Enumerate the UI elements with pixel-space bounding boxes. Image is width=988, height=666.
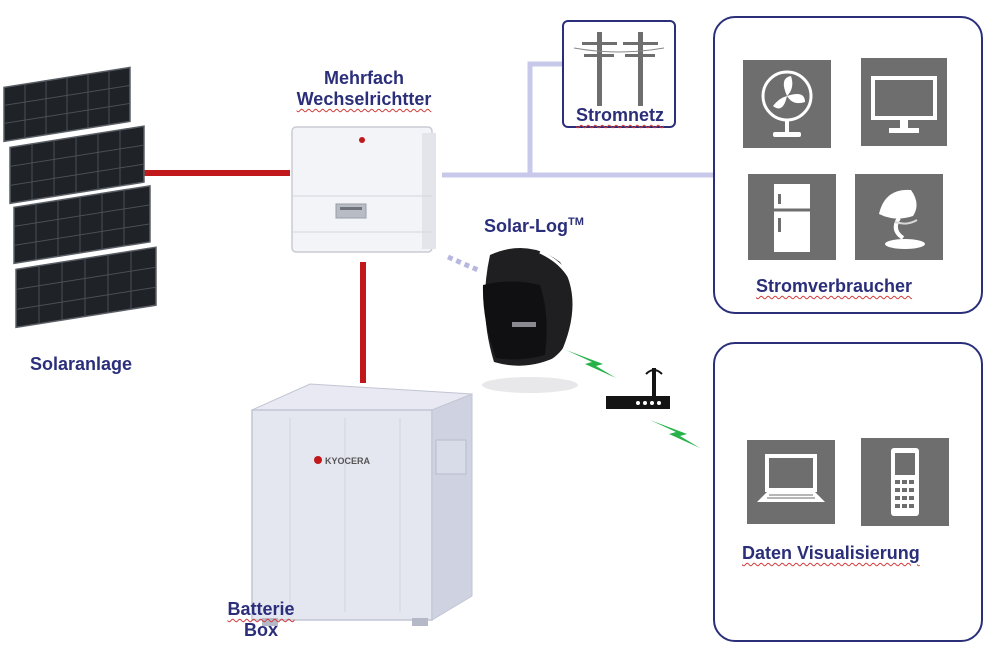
mobile-phone-icon (891, 448, 919, 516)
battery-box-device: KYOCERA (251, 383, 473, 626)
visualization-label: Daten Visualisierung (742, 543, 920, 563)
inverter-label-line2: Wechselrichtter (296, 89, 432, 109)
tile-laptop (747, 440, 835, 524)
solarlog-label-text: Solar-Log (484, 216, 568, 236)
inverter-label-line1: Mehrfach (323, 68, 404, 88)
visualization-panel (713, 342, 983, 642)
battery-label: Batterie Box (216, 599, 306, 641)
fridge-icon (774, 184, 810, 252)
tile-monitor (861, 58, 947, 146)
solar-label: Solaranlage (30, 354, 133, 374)
wireless-signal-icon (650, 420, 700, 448)
battery-label-line1: Batterie (227, 599, 295, 619)
wireless-signal-icon (566, 350, 616, 378)
tile-fridge (748, 174, 836, 260)
solarlog-label: Solar-LogTM (484, 212, 584, 237)
solarlog-device (482, 247, 580, 393)
monitor-icon (871, 76, 937, 133)
tile-fan (743, 60, 831, 148)
solar-panels (3, 66, 157, 329)
power-pole-icon (573, 32, 665, 106)
ac-line-grid (527, 61, 562, 175)
lamp-icon (879, 189, 925, 249)
battery-label-line2: Box (243, 620, 278, 640)
battery-brand-text: KYOCERA (325, 456, 371, 466)
consumers-label: Stromverbraucher (756, 276, 913, 296)
solarlog-trademark: TM (568, 216, 584, 228)
inverter-device (291, 126, 436, 253)
wifi-router-icon (606, 368, 670, 409)
laptop-icon (757, 454, 825, 502)
data-link-dotted (447, 254, 479, 273)
grid-panel (562, 20, 676, 128)
consumers-panel (713, 16, 983, 314)
inverter-label: Mehrfach Wechselrichtter (282, 68, 446, 110)
tile-lamp (855, 174, 943, 260)
tile-phone (861, 438, 949, 526)
fan-icon (761, 70, 813, 137)
grid-label: Stromnetz (575, 105, 664, 125)
